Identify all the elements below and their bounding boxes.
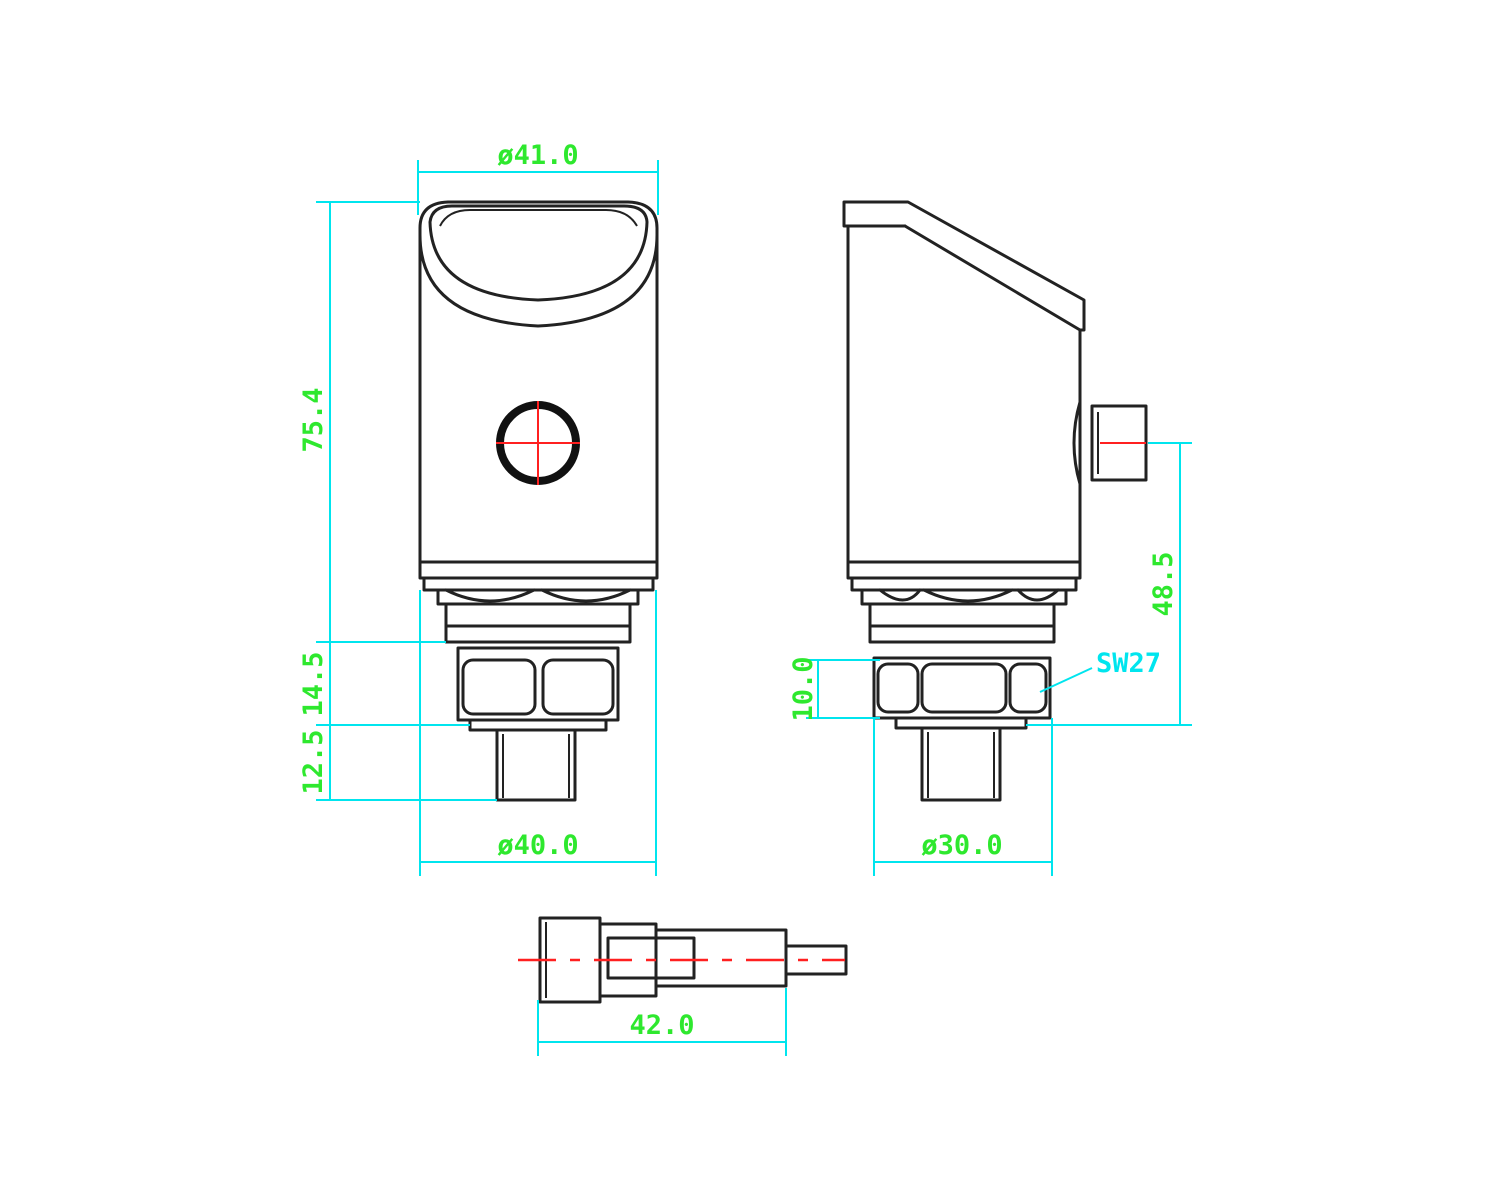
front-thread	[495, 728, 577, 802]
dim-thread-height: 12.5	[298, 729, 329, 794]
side-thread	[920, 726, 1002, 802]
connector-pin	[606, 936, 696, 980]
front-scallops	[444, 588, 632, 603]
connector-detail	[518, 916, 848, 1004]
front-collar	[422, 576, 655, 592]
side-slope-inner	[903, 224, 1082, 332]
side-hex-face-1	[876, 662, 920, 714]
front-view	[418, 200, 659, 802]
side-oring	[868, 624, 1056, 644]
side-hex-face-2	[920, 662, 1008, 714]
side-view	[842, 200, 1148, 802]
dim-nut-height-front: 14.5	[298, 651, 329, 716]
dim-total-height: 75.4	[298, 387, 329, 452]
dim-top-width: ø41.0	[497, 140, 578, 171]
front-housing	[418, 200, 659, 580]
front-display-window	[428, 204, 649, 302]
dimension-labels: ø41.0 75.4 14.5 12.5 ø40.0 48.5 10.0 ø30…	[298, 140, 1179, 1041]
front-dimensions	[316, 160, 659, 876]
side-collar	[850, 576, 1078, 592]
dim-bottom-width-front: ø40.0	[497, 830, 578, 861]
front-oring	[444, 624, 632, 644]
dim-nut-height-side: 10.0	[788, 656, 819, 721]
wrench-size-note: SW27	[1096, 648, 1161, 679]
front-hex-face-right	[541, 658, 615, 716]
side-dimensions	[806, 442, 1192, 876]
connector-cable	[784, 944, 848, 976]
front-neck	[444, 602, 632, 628]
side-neck	[868, 602, 1056, 628]
dim-side-height: 48.5	[1148, 551, 1179, 616]
wrench-leader	[1039, 667, 1093, 693]
side-connector-boss	[1072, 400, 1082, 486]
front-display-inner	[439, 209, 638, 227]
side-hex-nut	[872, 656, 1052, 720]
dim-connector-length: 42.0	[629, 1010, 694, 1041]
front-display-outer	[418, 233, 659, 328]
front-hex-face-left	[461, 658, 537, 716]
side-housing	[842, 200, 1086, 580]
connector-dimensions	[537, 988, 787, 1056]
side-scallops	[878, 588, 1060, 603]
dim-bottom-width-side: ø30.0	[921, 830, 1002, 861]
side-hex-face-3	[1008, 662, 1048, 714]
